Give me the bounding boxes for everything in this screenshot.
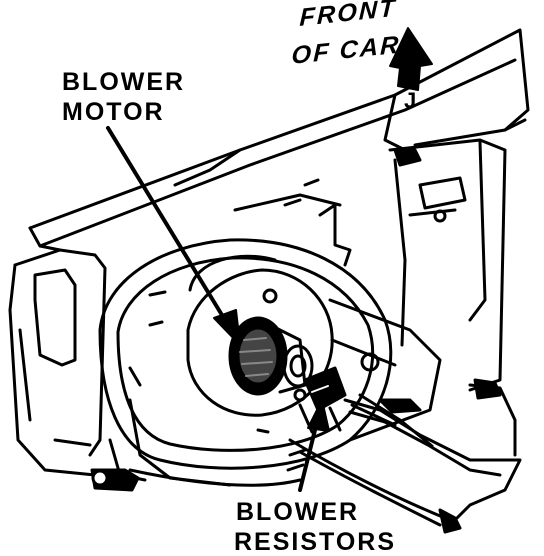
mounting-bolt	[90, 468, 302, 492]
wiring-harness	[288, 378, 522, 534]
blower-resistors-label-line1: BLOWER	[236, 498, 360, 526]
blower-motor-label-line1: BLOWER	[62, 68, 186, 96]
front-marker-label: J	[404, 88, 419, 113]
blower-motor-leader	[106, 126, 241, 346]
blower-resistors-leader	[286, 399, 330, 492]
blower-resistors-label-line2: RESISTORS	[234, 528, 397, 556]
blower-motor-label-line2: MOTOR	[62, 98, 165, 126]
right-housing	[283, 138, 507, 392]
upper-housing	[28, 28, 530, 252]
blower-motor-body	[228, 316, 314, 396]
left-housing	[8, 248, 107, 477]
motor-mount-plate	[186, 268, 442, 442]
blower-resistor-block	[298, 366, 347, 434]
front-of-car-arrow	[389, 27, 433, 91]
